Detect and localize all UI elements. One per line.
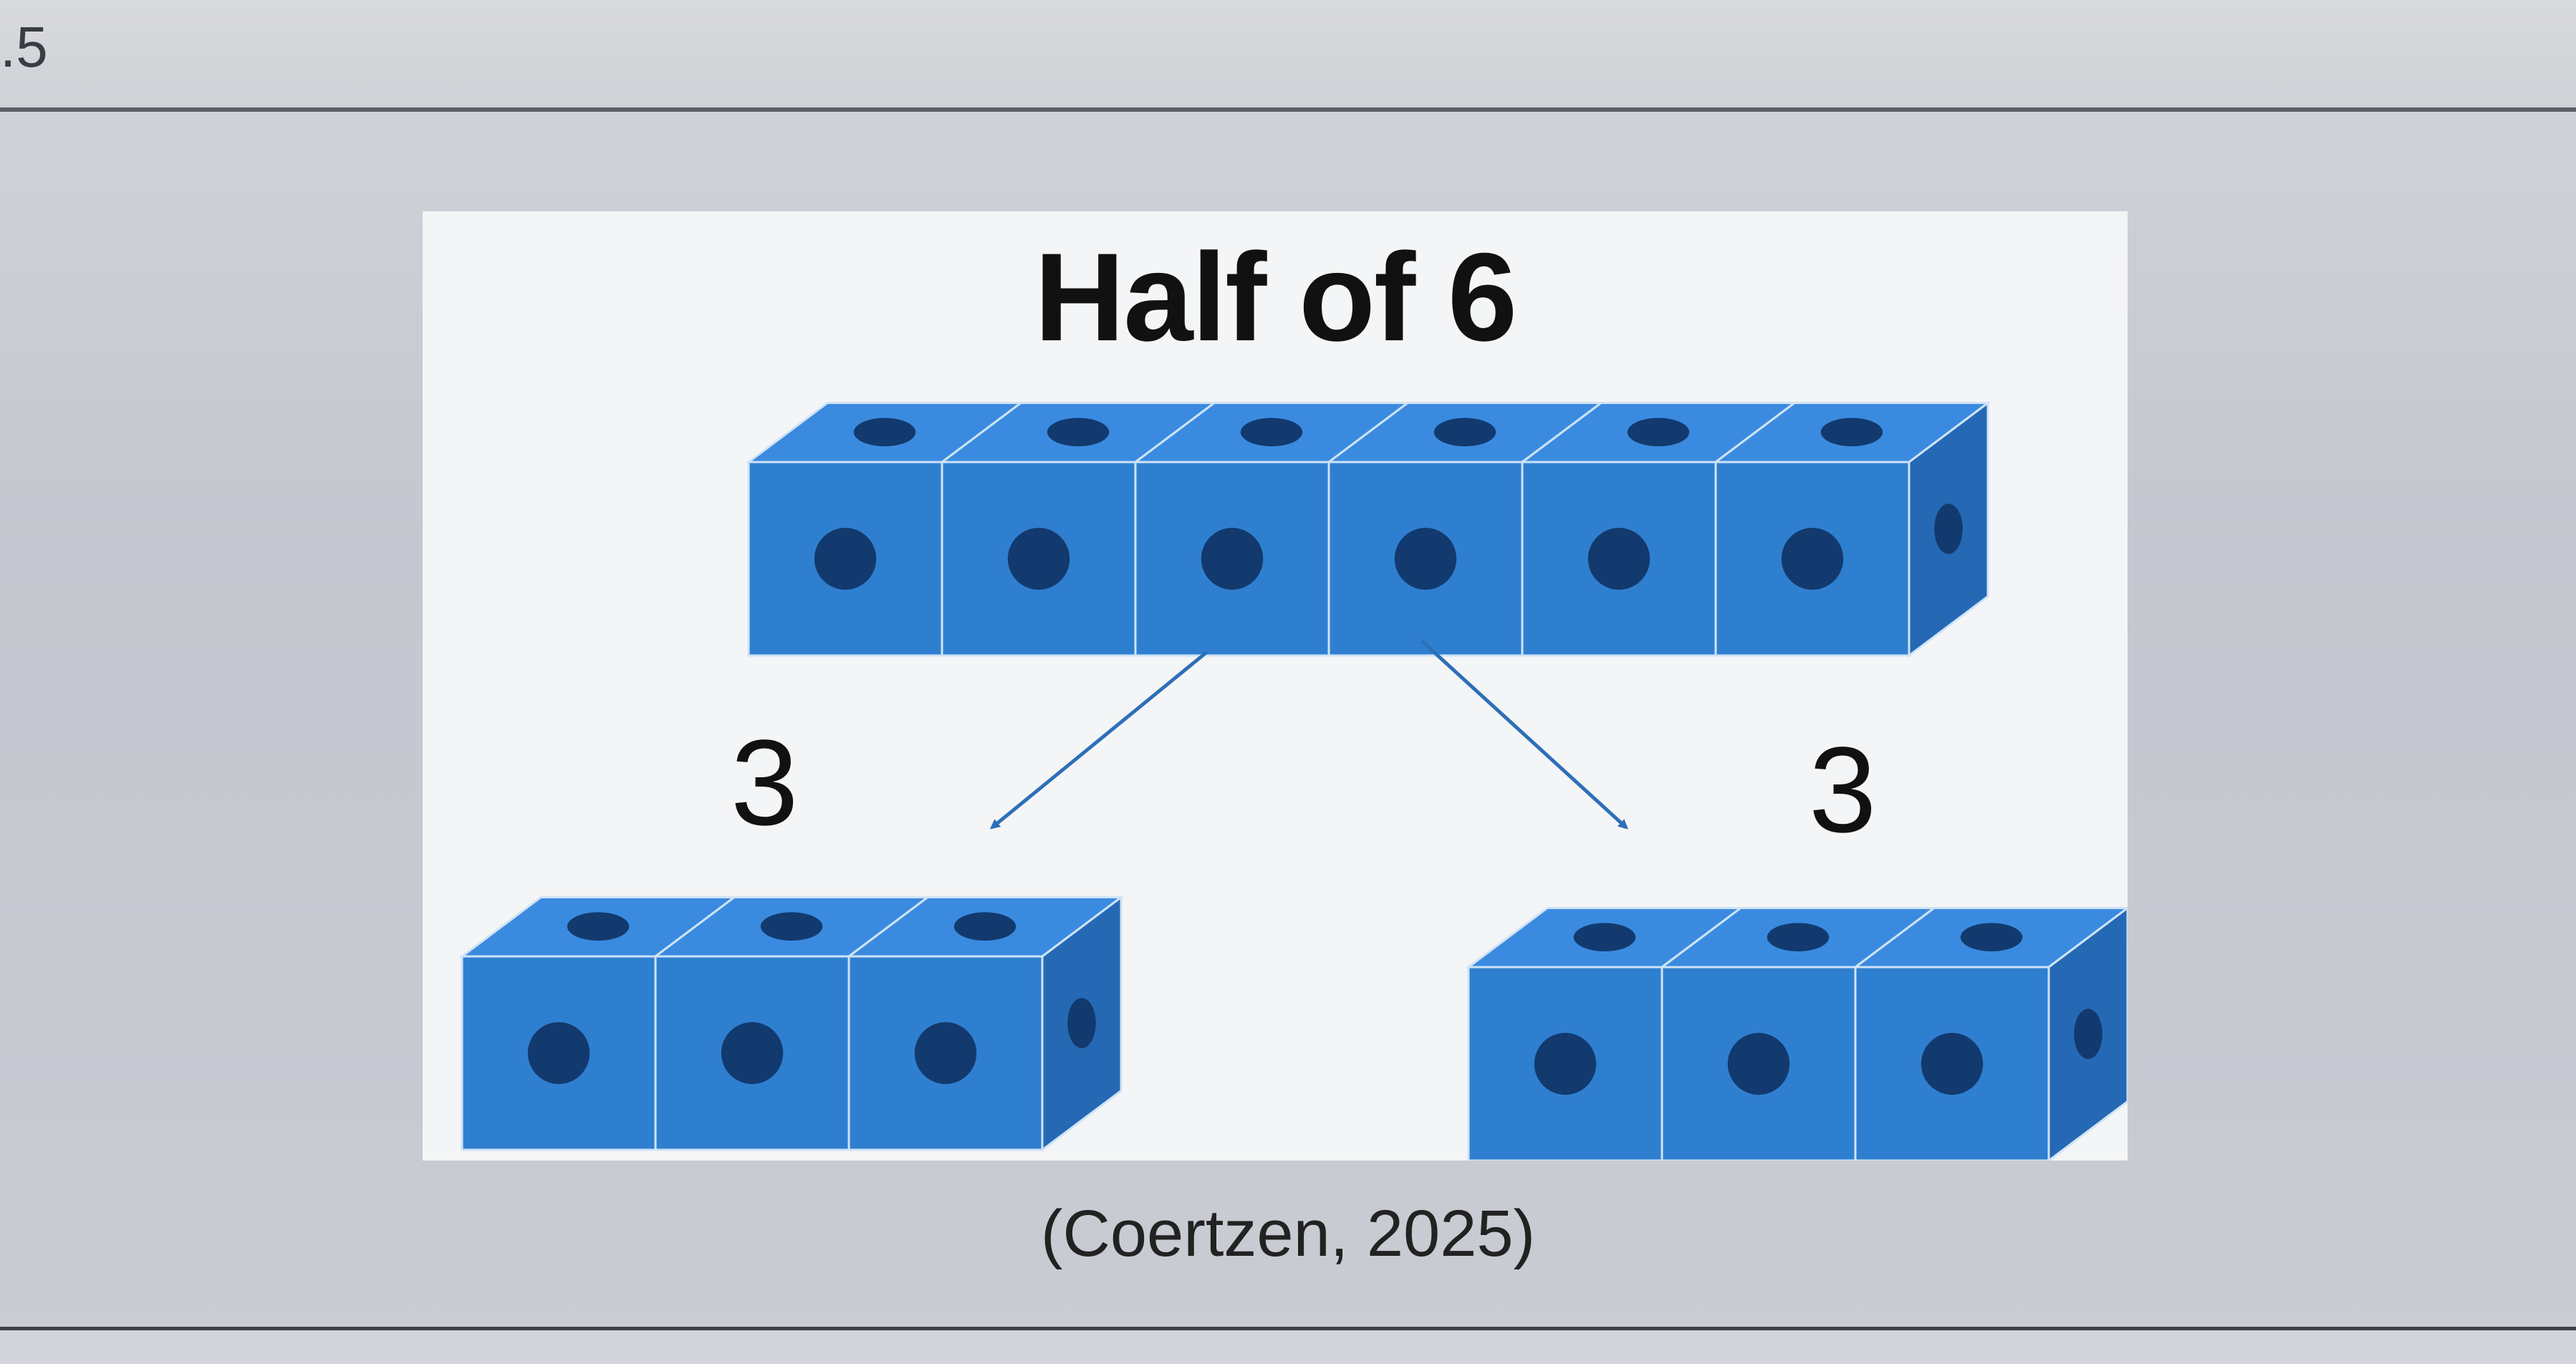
right-cube-1 [1465,907,1744,1161]
footer-divider [0,1327,2576,1330]
page-number: .5 [0,15,48,79]
half-of-six-figure: Half of 6 3 3 [423,211,2128,1161]
right-cube-group [1465,906,2128,1161]
top-cube-3 [1132,402,1411,657]
split-arrow-left [989,650,1208,830]
top-cube-row [745,400,1991,658]
footer-strip [0,1330,2576,1364]
right-group-count: 3 [1809,722,1877,858]
right-cube-2 [1658,907,1938,1161]
left-cube-3 [845,895,1125,1152]
top-cube-6 [1712,400,1991,658]
left-group-count: 3 [731,715,799,851]
top-cube-4 [1325,402,1605,657]
top-cube-2 [938,402,1218,657]
left-cube-2 [652,896,931,1151]
header-strip: .5 [0,0,2576,107]
top-cube-5 [1519,402,1798,657]
figure-title: Half of 6 [1034,228,1517,368]
left-cube-group [458,895,1125,1152]
left-cube-1 [458,896,738,1151]
header-divider [0,107,2576,112]
cube-diagram [458,400,2128,1161]
figure-citation: (Coertzen, 2025) [1040,1197,1536,1270]
split-arrow-right [1421,640,1628,830]
right-cube-3 [1852,906,2128,1161]
